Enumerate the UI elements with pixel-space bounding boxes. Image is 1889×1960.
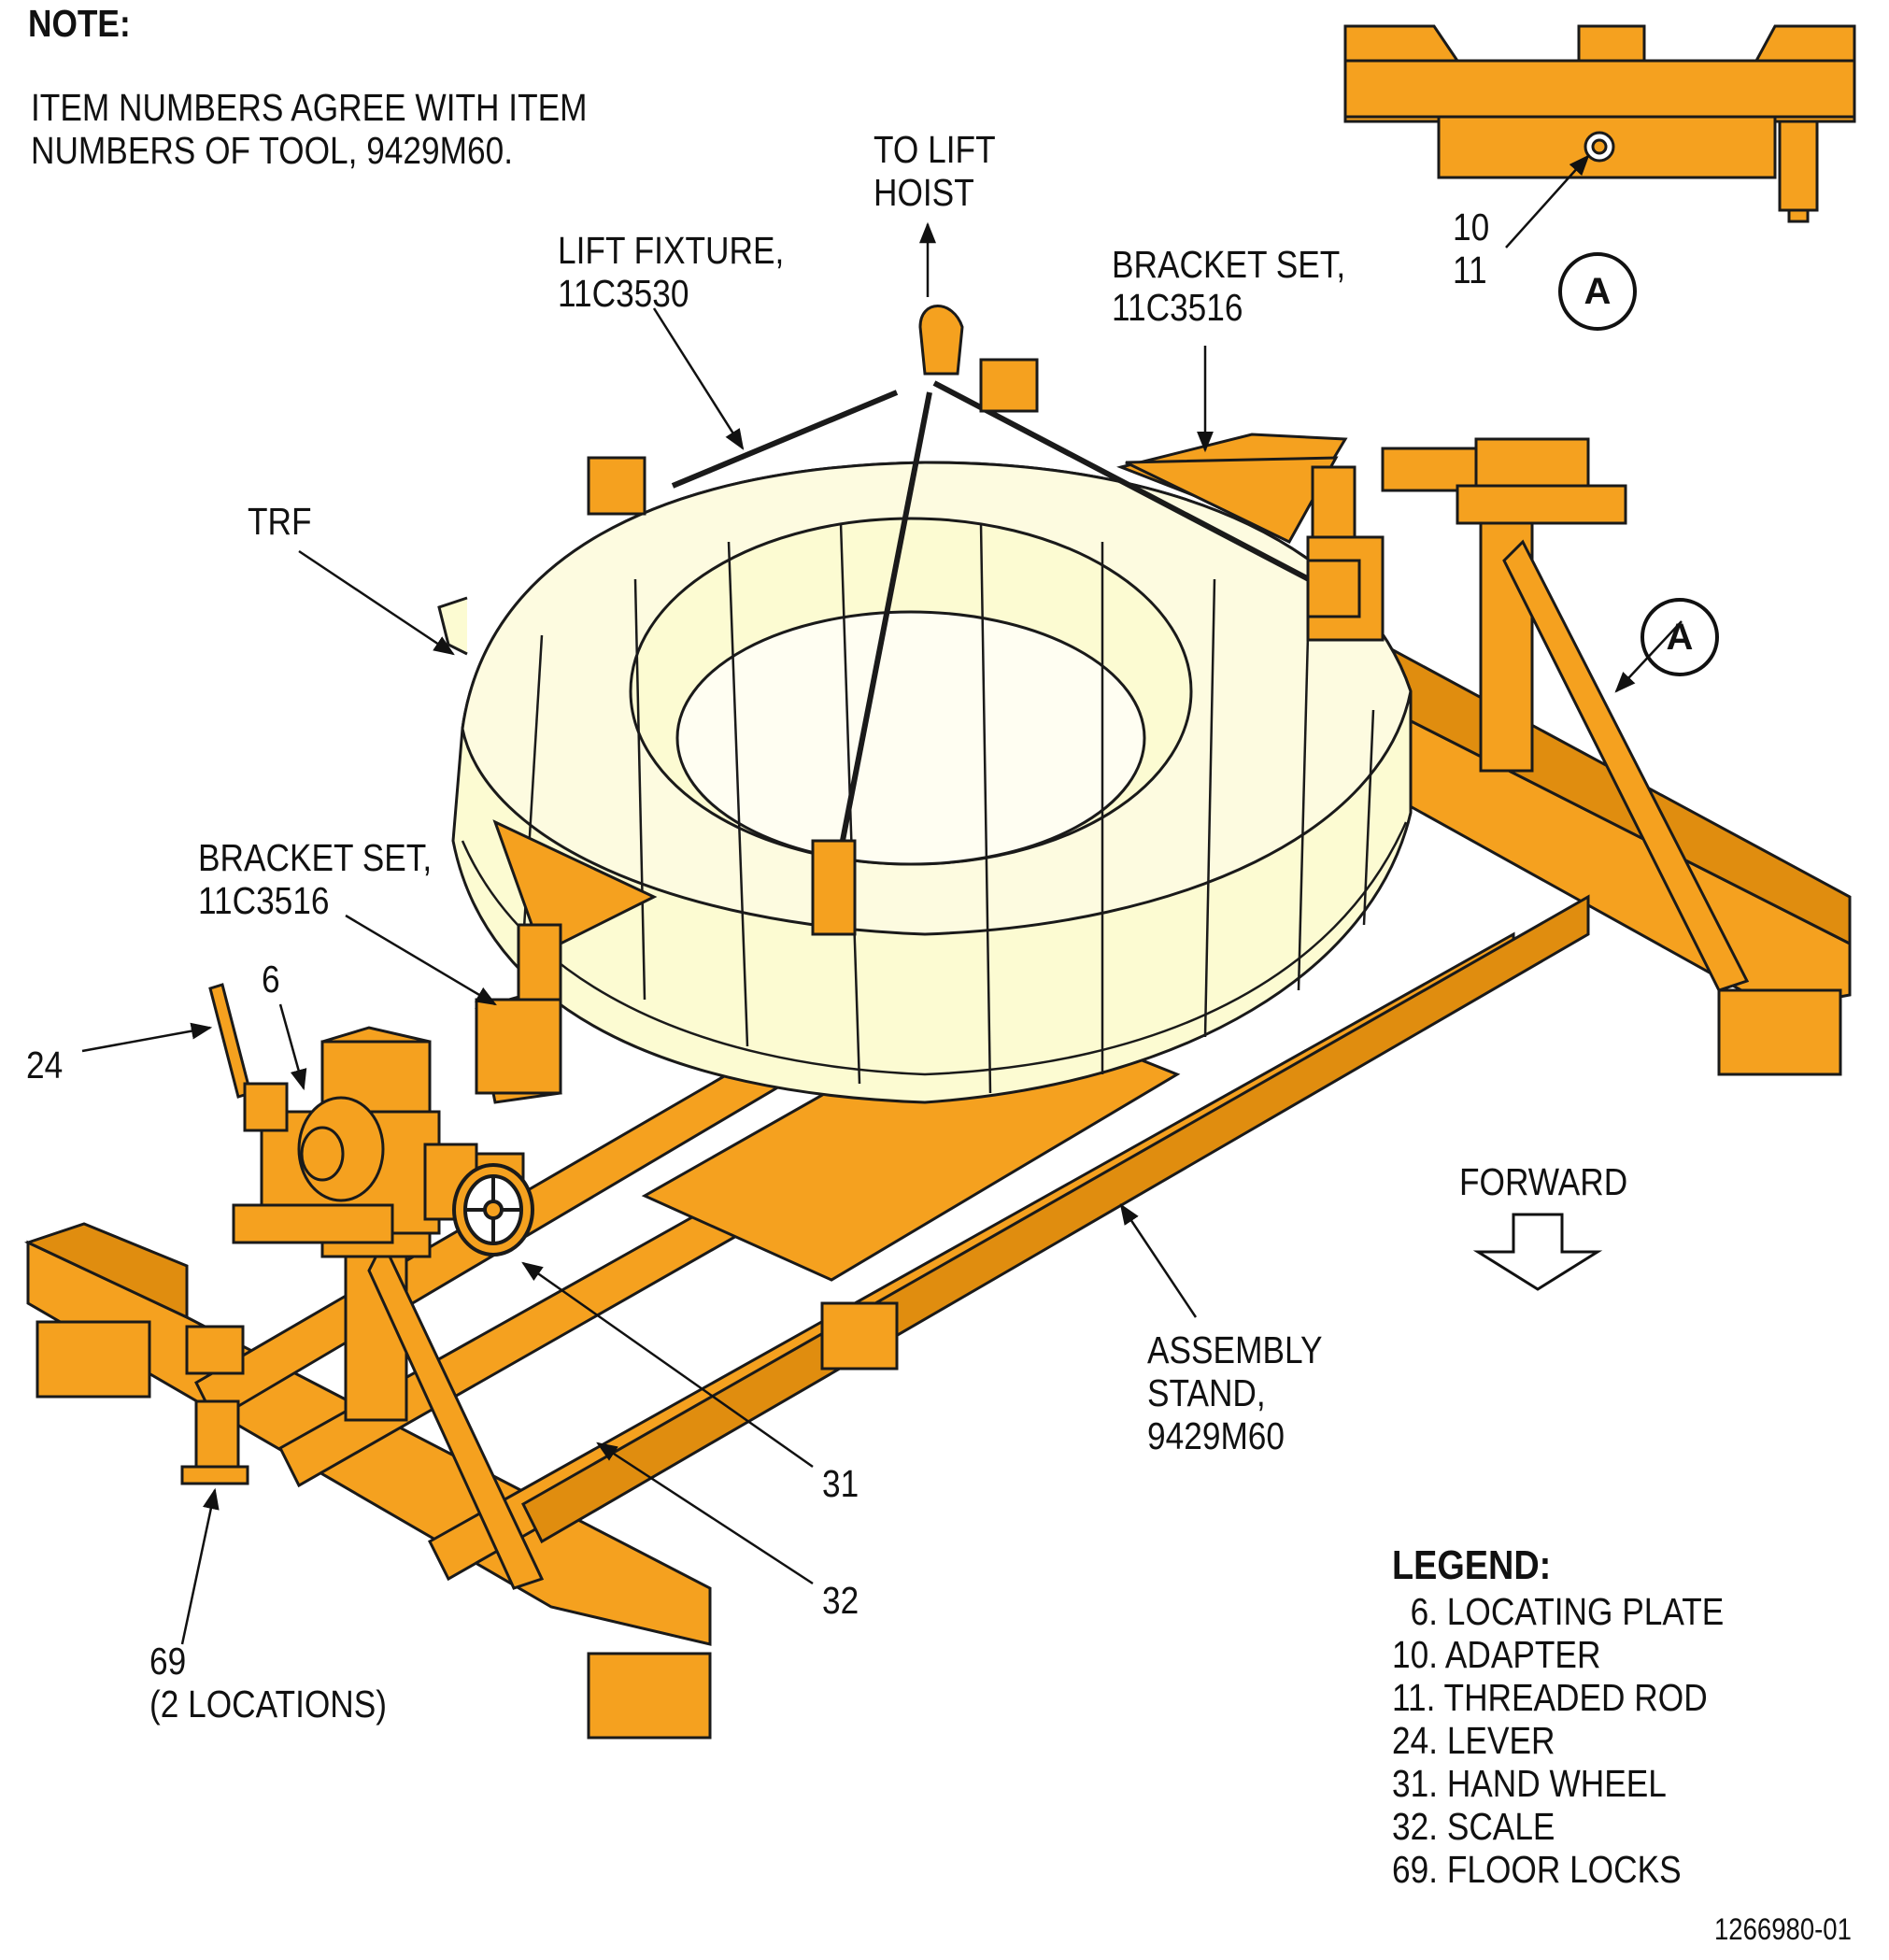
bracket-set-top-label-1: BRACKET SET, [1112,243,1346,286]
legend-title: LEGEND: [1392,1542,1552,1588]
assembly-stand-label-2: STAND, [1147,1371,1266,1414]
item-69-label-1: 69 [149,1640,187,1683]
trf-label: TRF [248,500,312,543]
legend-item: 6. LOCATING PLATE [1392,1590,1725,1633]
forward-label: FORWARD [1459,1160,1628,1203]
note-title: NOTE: [28,2,131,45]
item-69-label-2: (2 LOCATIONS) [149,1683,388,1726]
note-text-line1: ITEM NUMBERS AGREE WITH ITEM [31,86,588,129]
forward-arrow-icon [1472,1213,1603,1291]
legend: LEGEND: 6. LOCATING PLATE 10. ADAPTER 11… [1392,1541,1778,1891]
note-text-line2: NUMBERS OF TOOL, 9429M60. [31,129,514,172]
bracket-set-top-label-2: 11C3516 [1112,286,1243,329]
assembly-stand-label-3: 9429M60 [1147,1414,1285,1457]
legend-item: 10. ADAPTER [1392,1633,1601,1676]
legend-item: 32. SCALE [1392,1805,1555,1848]
item-10-label: 10 [1453,206,1490,249]
detail-view-a [1343,24,1856,223]
lever [208,983,289,1132]
legend-item: 69. FLOOR LOCKS [1392,1848,1682,1891]
legend-item: 24. LEVER [1392,1719,1555,1762]
locating-plate [297,1096,385,1202]
figure-number: 1266980-01 [1714,1912,1852,1946]
item-11-label: 11 [1453,249,1487,291]
item-24-label: 24 [26,1044,64,1087]
item-32-label: 32 [822,1579,859,1622]
lift-fixture-label-2: 11C3530 [558,272,689,315]
assembly-stand-label-1: ASSEMBLY [1147,1328,1323,1371]
legend-item: 31. HAND WHEEL [1392,1762,1667,1805]
bracket-set-forward [475,819,658,1095]
to-lift-hoist-label-1: TO LIFT [873,128,996,171]
hand-wheel [452,1163,534,1257]
view-a-detail-marker: A [1558,252,1637,331]
view-a-arrow-marker: A [1640,598,1719,676]
to-lift-hoist-label-2: HOIST [873,171,974,214]
leader-lines [81,307,1683,1645]
bracket-set-left-label-2: 11C3516 [198,879,330,922]
bracket-set-left-label-1: BRACKET SET, [198,836,433,879]
lift-fixture-label-1: LIFT FIXTURE, [558,229,785,272]
legend-item: 11. THREADED ROD [1392,1676,1708,1719]
item-31-label: 31 [822,1462,859,1505]
lift-fixture [587,305,1361,936]
trf-frame [437,461,1413,1104]
item-6-label: 6 [262,958,280,1001]
